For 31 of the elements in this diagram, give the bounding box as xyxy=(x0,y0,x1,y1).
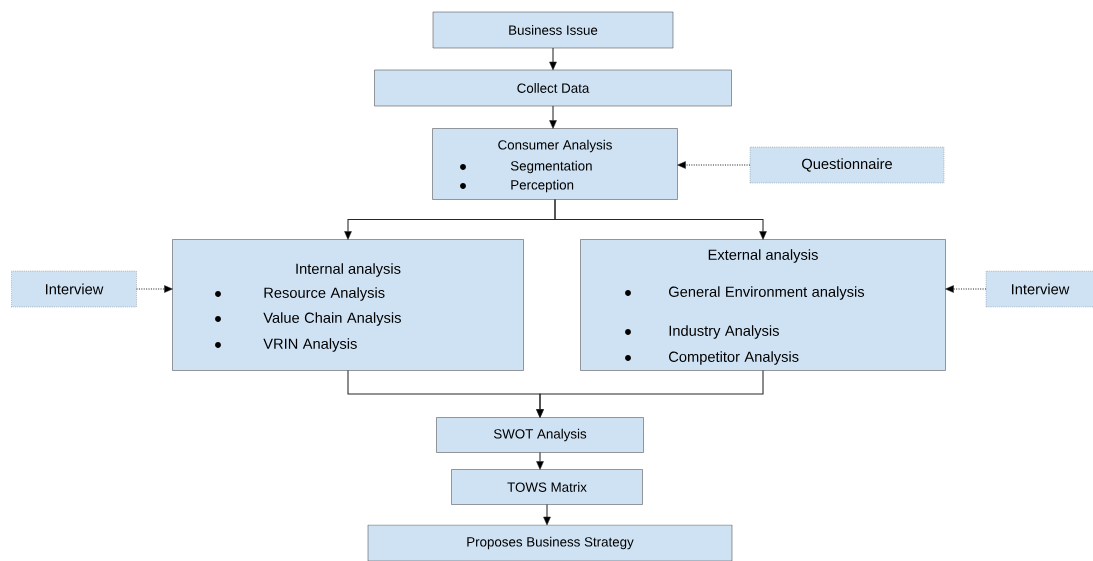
process-box: TOWS Matrix xyxy=(451,469,643,505)
arrow xyxy=(549,47,557,71)
list-item: General Environment analysis xyxy=(669,286,865,300)
heading: External analysis xyxy=(708,249,818,263)
list-box xyxy=(172,239,524,371)
heading: Consumer Analysis xyxy=(498,139,612,153)
list-box xyxy=(432,128,678,200)
process-box: Interview xyxy=(11,270,137,308)
arrow xyxy=(536,369,764,418)
list-item: Resource Analysis xyxy=(264,287,385,301)
arrow xyxy=(135,285,173,293)
process-box: Business Issue xyxy=(432,11,674,49)
arrow xyxy=(945,285,987,293)
arrow xyxy=(677,161,751,169)
process-box: Proposes Business Strategy xyxy=(367,524,733,561)
list-item: Perception xyxy=(511,179,574,193)
heading: Internal analysis xyxy=(296,263,401,277)
arrow xyxy=(549,105,557,129)
arrow xyxy=(536,451,544,470)
list-item: Industry Analysis xyxy=(669,325,779,339)
list-item: Competitor Analysis xyxy=(669,351,799,365)
list-item: VRIN Analysis xyxy=(263,338,357,352)
process-box: Questionnaire xyxy=(749,146,945,184)
list-item: Value Chain Analysis xyxy=(263,312,401,326)
process-box: Interview xyxy=(985,270,1093,308)
arrow xyxy=(543,503,551,526)
process-box: Collect Data xyxy=(374,69,732,107)
process-box: SWOT Analysis xyxy=(436,417,644,453)
list-item: Segmentation xyxy=(510,160,592,174)
list-box xyxy=(580,239,946,371)
arrow xyxy=(554,198,767,240)
